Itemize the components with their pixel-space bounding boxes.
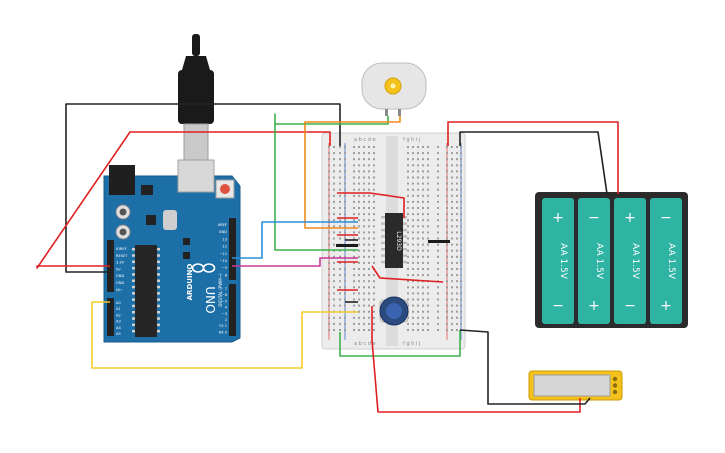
wires — [36, 103, 619, 413]
l293d-chip: L293D — [381, 213, 407, 268]
power-pin-label-5: GND — [116, 281, 124, 285]
wire-orange-motor — [304, 116, 401, 229]
capacitor-left — [336, 244, 358, 247]
arduino-logo-icon — [191, 263, 216, 273]
power-pin-label-4: GND — [116, 274, 124, 278]
wire-yellow — [91, 301, 358, 369]
power-pin-labels: IOREF RESET 3.3V 5V GND GND Vin — [116, 247, 128, 292]
wire-black-gnd — [65, 103, 341, 273]
breadboard-columns-right-bottom: f g h i j — [403, 341, 420, 347]
battery-cell-1: − + AA 1.5V — [578, 198, 610, 324]
power-header — [107, 240, 114, 292]
arduino-brand: ARDUINO — [186, 264, 194, 301]
digital-top-pin-label-0: AREF — [218, 223, 227, 227]
battery-cell-3: − + AA 1.5V — [650, 198, 682, 324]
battery-terminal-top-2: + — [624, 210, 636, 226]
reset-button[interactable] — [220, 184, 230, 194]
analog-pin-label-4: A4 — [116, 326, 121, 330]
wire-red-internal-1 — [337, 192, 405, 218]
digital-header-bottom — [229, 284, 236, 336]
atmega-chip — [135, 245, 157, 337]
l293d-body — [385, 213, 403, 268]
usb-cable — [178, 34, 214, 161]
digital-top-pin-label-4: ~11 — [219, 252, 227, 256]
battery-terminal-top-0: + — [552, 210, 564, 226]
digital-header-label: DIGITAL (PWM~) — [218, 273, 223, 307]
digital-bottom-pin-label-1: ~6 — [222, 293, 228, 297]
analog-pin-label-5: A5 — [116, 332, 121, 336]
power-pin-label-1: RESET — [116, 254, 128, 258]
arduino-model: UNO — [203, 286, 217, 313]
voltmeter — [528, 370, 623, 401]
analog-pin-label-1: A1 — [116, 307, 121, 311]
analog-pin-label-2: A2 — [116, 313, 121, 317]
wire-green-bottom — [339, 330, 461, 357]
capacitor-right — [428, 240, 450, 243]
analog-pin-label-3: A3 — [116, 320, 121, 324]
power-pin-label-6: Vin — [116, 288, 122, 292]
digital-bottom-pin-label-3: 4 — [225, 306, 228, 310]
breadboard-columns-left-bottom: a b c d e — [354, 341, 376, 347]
digital-top-pin-label-5: ~10 — [219, 259, 227, 263]
digital-bottom-pin-label-6: TX 1 — [218, 324, 227, 328]
battery-terminal-bottom-2: − — [624, 298, 636, 314]
wire-red-voltmeter — [371, 306, 581, 413]
power-header-label: POWER — [96, 260, 101, 275]
wire-red-5v — [36, 131, 331, 269]
wire-red-battery — [447, 121, 619, 194]
battery-cell-label-1: AA 1.5V — [594, 243, 604, 280]
digital-bottom-pin-label-2: ~5 — [222, 299, 227, 303]
battery-cell-2: + − AA 1.5V — [614, 198, 646, 324]
wire-pink — [232, 257, 358, 267]
digital-pin-labels-top: AREF GND 13 12 ~11 ~10 ~9 8 — [218, 223, 228, 277]
wire-black-battery — [459, 131, 608, 195]
battery-terminal-bottom-1: + — [588, 298, 600, 314]
digital-bottom-pin-label-7: RX 0 — [219, 330, 228, 334]
digital-bottom-pin-label-0: 7 — [225, 287, 227, 291]
wire-black-voltmeter — [459, 329, 591, 405]
potentiometer[interactable] — [379, 296, 409, 326]
battery-pack: + − AA 1.5V − + AA 1.5V + − AA 1.5V − + AA 1.5V — [535, 192, 688, 328]
digital-top-pin-label-6: ~9 — [222, 266, 228, 270]
digital-bottom-pin-label-4: ~3 — [222, 312, 227, 316]
analog-in-header-label: ANALOG IN — [96, 301, 101, 323]
digital-top-pin-label-1: GND — [219, 230, 227, 234]
power-pin-label-0: IOREF — [116, 247, 127, 251]
battery-cell-0: + − AA 1.5V — [542, 198, 574, 324]
breadboard-columns-left-top: a b c d e — [354, 137, 376, 143]
analog-header — [107, 298, 114, 336]
battery-cell-label-3: AA 1.5V — [666, 243, 676, 280]
battery-terminal-top-1: − — [588, 210, 600, 226]
dc-motor — [361, 62, 427, 116]
digital-top-pin-label-2: 13 — [222, 237, 227, 241]
usb-port — [177, 159, 215, 193]
analog-pin-label-0: A0 — [116, 301, 121, 305]
battery-cell-label-0: AA 1.5V — [558, 243, 568, 280]
battery-terminal-bottom-0: − — [552, 298, 564, 314]
digital-bottom-pin-label-5: 2 — [225, 318, 227, 322]
battery-terminal-bottom-3: + — [660, 298, 672, 314]
battery-cell-label-2: AA 1.5V — [630, 243, 640, 280]
wire-red-internal-5 — [371, 265, 444, 283]
digital-top-pin-label-3: 12 — [222, 245, 227, 249]
dc-jack — [109, 165, 135, 195]
breadboard-columns-right-top: f g h i j — [403, 137, 420, 143]
digital-top-pin-label-7: 8 — [225, 273, 228, 277]
power-pin-label-2: 3.3V — [116, 261, 125, 265]
power-pin-label-3: 5V — [116, 267, 121, 271]
chip-label: L293D — [395, 231, 402, 251]
wire-blue — [232, 221, 358, 259]
digital-pin-labels-bottom: 7 ~6 ~5 4 ~3 2 TX 1 RX 0 — [218, 287, 228, 334]
digital-header-top — [229, 218, 236, 280]
battery-terminal-top-3: − — [660, 210, 672, 226]
